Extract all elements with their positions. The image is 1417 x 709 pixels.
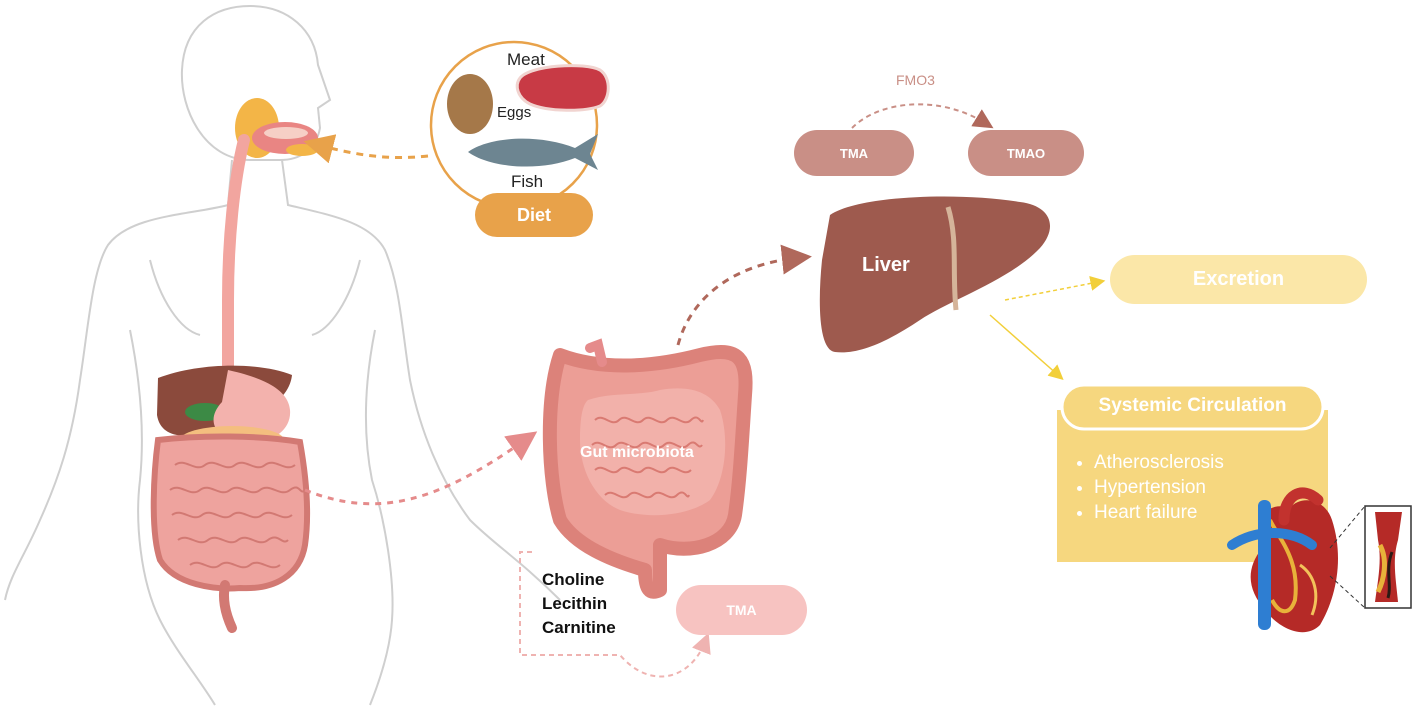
tmao-label: TMAO xyxy=(1006,145,1046,161)
esophagus xyxy=(222,134,250,376)
circulation-title: Systemic Circulation xyxy=(1098,395,1287,416)
arrow-liver-to-circulation xyxy=(989,314,1064,380)
fish-icon xyxy=(468,134,598,170)
heart-illustration xyxy=(1227,487,1339,633)
diet-label: Diet xyxy=(516,204,551,225)
fmo3-label: FMO3 xyxy=(896,72,935,88)
precursor-item: Carnitine xyxy=(542,618,616,637)
tma-liver-pill: TMA xyxy=(794,130,914,176)
body-intestines xyxy=(150,433,311,633)
condition-item: Hypertension xyxy=(1094,475,1224,500)
liver-illustration xyxy=(819,196,1051,353)
tmao-pill: TMAO xyxy=(968,130,1084,176)
liver-ligament xyxy=(945,206,959,311)
liver-label: Liver xyxy=(862,254,910,276)
arrow-diet-to-mouth xyxy=(303,134,429,164)
body-outline xyxy=(4,4,561,706)
precursor-item: Lecithin xyxy=(542,594,608,613)
egg-icon xyxy=(447,74,493,134)
meat-icon xyxy=(515,64,610,112)
arrow-body-to-gut xyxy=(304,431,538,506)
gut-label: Gut microbiota xyxy=(580,444,694,461)
condition-item: Atherosclerosis xyxy=(1094,450,1224,475)
excretion-label: Excretion xyxy=(1192,268,1285,290)
tma-gut-label: TMA xyxy=(726,602,757,618)
circulation-conditions-list: Atherosclerosis Hypertension Heart failu… xyxy=(1072,450,1224,525)
gut-illustration xyxy=(542,338,753,599)
food-label-meat: Meat xyxy=(507,50,545,69)
food-label-eggs: Eggs xyxy=(497,104,532,121)
arrow-liver-to-excretion xyxy=(1004,276,1106,301)
condition-item: Heart failure xyxy=(1094,500,1224,525)
food-label-fish: Fish xyxy=(511,172,544,191)
tma-liver-label: TMA xyxy=(839,145,869,161)
artery-inset xyxy=(1329,505,1412,609)
precursor-list: Choline Lecithin Carnitine xyxy=(542,568,616,640)
arrow-gut-to-liver xyxy=(676,244,812,346)
precursor-item: Choline xyxy=(542,570,605,589)
precursor-connector xyxy=(519,551,711,678)
circulation-title-pill xyxy=(1060,383,1325,431)
abdominal-organs xyxy=(157,365,292,454)
arrow-fmo3 xyxy=(851,103,994,129)
tma-gut-pill: TMA xyxy=(676,585,807,635)
excretion-pill: Excretion xyxy=(1110,255,1367,304)
diet-pill: Diet xyxy=(475,193,593,237)
